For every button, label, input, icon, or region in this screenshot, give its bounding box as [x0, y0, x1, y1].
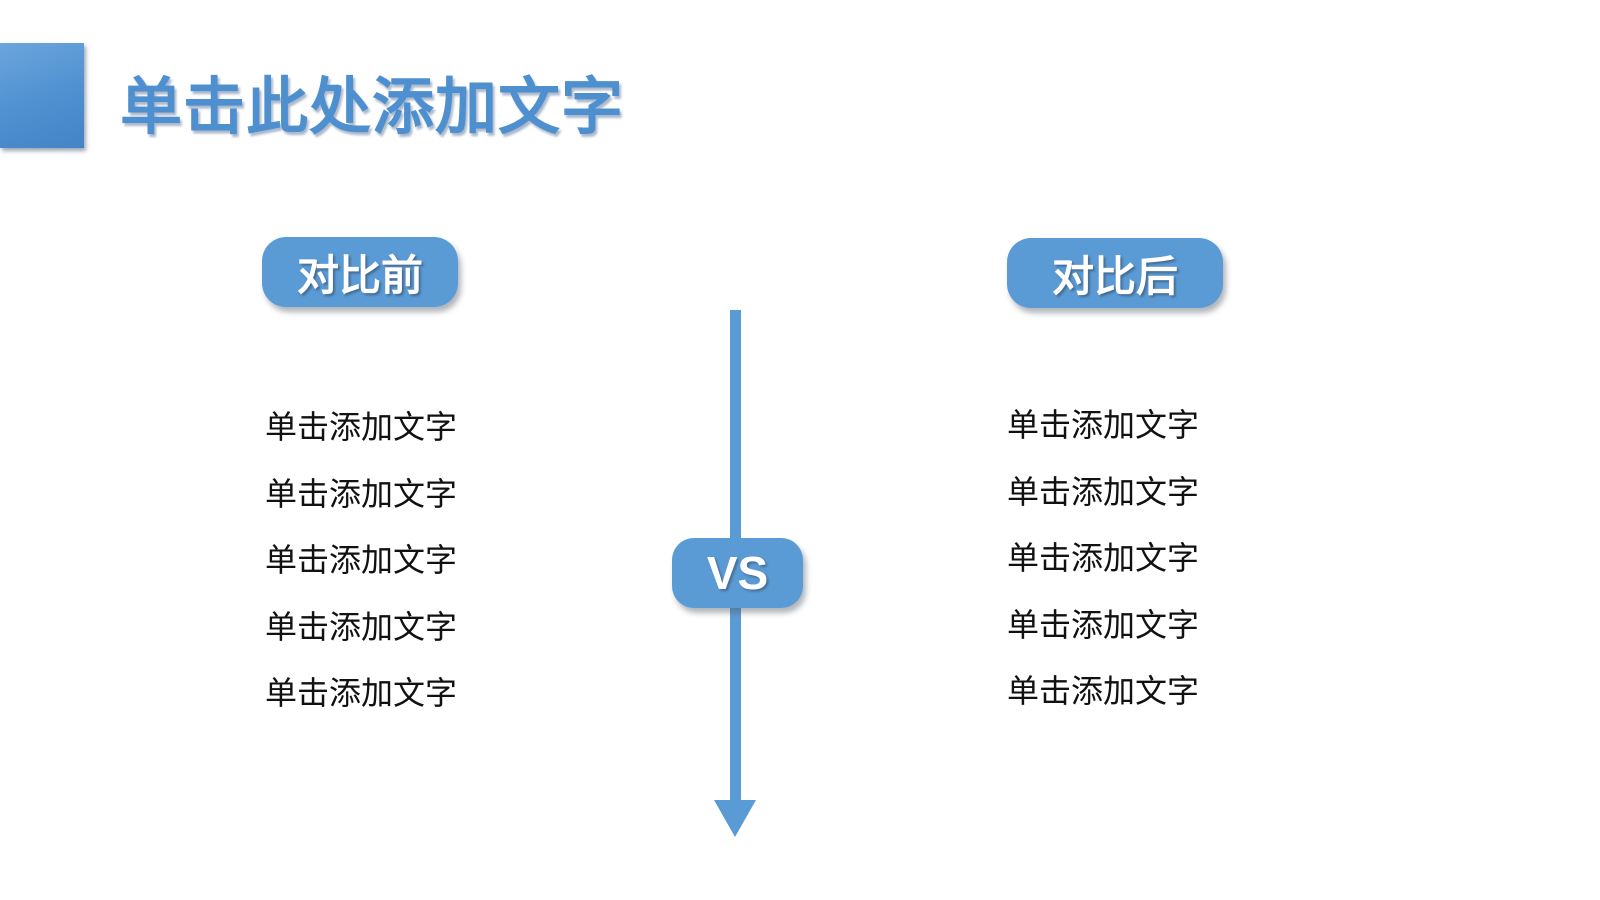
- before-list-item: 单击添加文字: [265, 675, 458, 711]
- after-list-item: 单击添加文字: [1007, 473, 1200, 510]
- after-item-list: 单击添加文字 单击添加文字 单击添加文字 单击添加文字 单击添加文字: [1007, 392, 1199, 725]
- after-list-item: 单击添加文字: [1007, 407, 1200, 443]
- before-item-list: 单击添加文字 单击添加文字 单击添加文字 单击添加文字 单击添加文字: [265, 394, 457, 727]
- before-list-item: 单击添加文字: [265, 542, 458, 578]
- corner-accent-square: [0, 43, 84, 148]
- before-list-item: 单击添加文字: [265, 409, 458, 445]
- slide-title: 单击此处添加文字: [120, 73, 625, 142]
- after-list-item: 单击添加文字: [1007, 673, 1200, 709]
- before-badge: 对比前: [262, 237, 458, 307]
- before-list-item: 单击添加文字: [265, 608, 458, 645]
- after-list-item: 单击添加文字: [1007, 606, 1200, 643]
- after-badge: 对比后: [1007, 238, 1223, 308]
- after-list-item: 单击添加文字: [1007, 540, 1200, 576]
- vs-arrowhead-icon: [714, 800, 756, 837]
- vs-badge: VS: [672, 538, 803, 608]
- before-list-item: 单击添加文字: [265, 475, 458, 512]
